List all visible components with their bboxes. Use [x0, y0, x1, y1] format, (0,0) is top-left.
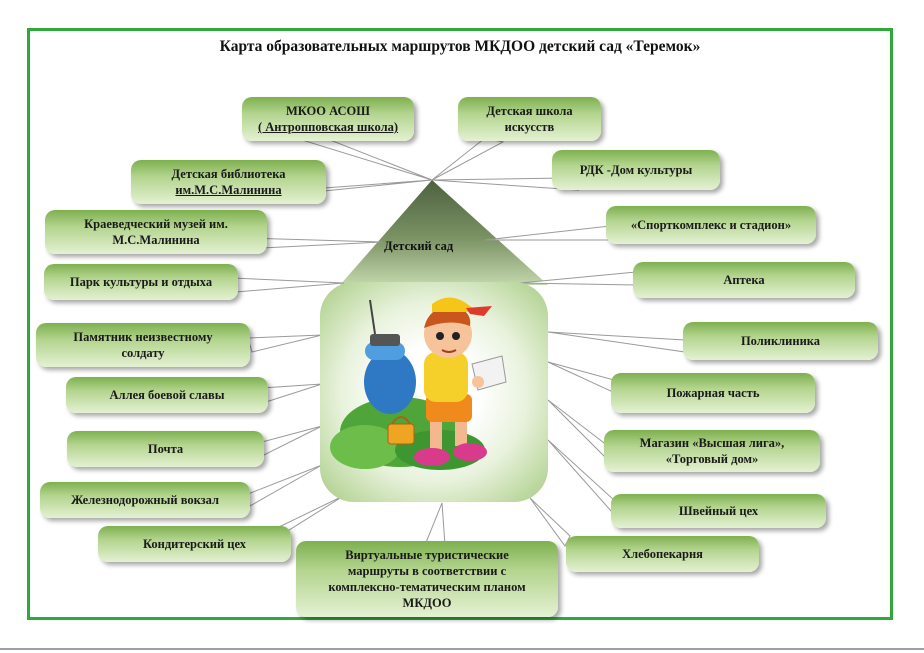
node-bakery: Хлебопекарня: [566, 536, 759, 572]
node-art-school-line1: Детская школа: [486, 103, 573, 118]
page-divider: [0, 648, 924, 650]
node-alley: Аллея боевой славы: [66, 377, 268, 413]
node-fire-line1: Пожарная часть: [666, 385, 760, 400]
connector-fire: [547, 361, 616, 394]
connector-sport: [484, 225, 616, 241]
node-confectionery-line1: Кондитерский цех: [142, 536, 247, 551]
node-clinic: Поликлиника: [683, 322, 878, 360]
node-art-school: Детская школа искусств: [458, 97, 601, 141]
node-mkoo: МКОО АСОШ ( Антропповская школа): [242, 97, 414, 141]
node-virtual-line1: Виртуальные туристические: [345, 547, 509, 562]
house-roof: [340, 180, 548, 285]
node-bakery-line1: Хлебопекарня: [622, 546, 703, 561]
node-mkoo-line1: МКОО АСОШ: [285, 103, 370, 118]
node-sport-line1: «Спорткомплекс и стадион»: [630, 217, 792, 232]
node-library-line1: Детская библиотека: [171, 166, 286, 181]
node-monument-line2: солдату: [121, 346, 165, 360]
hiker-boy-icon: [330, 297, 507, 470]
connector-alley: [261, 383, 323, 403]
node-alley-line1: Аллея боевой славы: [109, 387, 225, 402]
connector-art-school: [431, 137, 505, 181]
node-pharmacy-line1: Аптека: [723, 272, 765, 287]
node-rdk: РДК -Дом культуры: [552, 150, 720, 190]
node-monument-line1: Памятник неизвестному: [73, 329, 213, 344]
connector-shop: [547, 399, 609, 462]
node-rdk-line1: РДК -Дом культуры: [579, 162, 693, 177]
node-sport: «Спорткомплекс и стадион»: [606, 206, 816, 244]
node-museum-line2: М.С.Малинина: [112, 233, 200, 247]
node-fire: Пожарная часть: [611, 373, 815, 413]
node-art-school-line2: искусств: [504, 120, 555, 134]
connector-bakery: [529, 497, 571, 547]
node-virtual: Виртуальные туристические маршруты в соо…: [296, 541, 558, 617]
connector-clinic: [547, 331, 686, 353]
node-museum-line1: Краеведческий музей им.: [84, 216, 228, 231]
node-pharmacy: Аптека: [633, 262, 855, 298]
node-virtual-line2: маршруты в соответствии с: [347, 563, 507, 578]
node-sewing-line1: Швейный цех: [678, 503, 759, 518]
node-sewing: Швейный цех: [611, 494, 826, 528]
center-label: Детский сад: [384, 239, 454, 253]
node-shop-line1: Магазин «Высшая лига»,: [639, 435, 785, 450]
connector-virtual: [424, 502, 446, 546]
node-mkoo-line2: ( Антропповская школа): [257, 120, 399, 134]
node-library: Детская библиотека им.М.С.Малинина: [131, 160, 326, 204]
node-shop-line2: «Торговый дом»: [665, 452, 759, 466]
node-park-line1: Парк культуры и отдыха: [69, 274, 213, 289]
node-shop: Магазин «Высшая лига», «Торговый дом»: [604, 430, 820, 472]
diagram-title: Карта образовательных маршрутов МКДОО де…: [219, 38, 701, 55]
node-park: Парк культуры и отдыха: [44, 264, 238, 300]
node-post: Почта: [67, 431, 264, 467]
node-museum: Краеведческий музей им. М.С.Малинина: [45, 210, 267, 254]
node-library-line2: им.М.С.Малинина: [175, 183, 282, 197]
node-clinic-line1: Поликлиника: [740, 333, 821, 348]
node-monument: Памятник неизвестному солдату: [36, 323, 250, 367]
node-station: Железнодорожный вокзал: [40, 482, 250, 518]
node-post-line1: Почта: [147, 441, 184, 456]
connector-monument: [247, 334, 323, 353]
node-station-line1: Железнодорожный вокзал: [70, 492, 220, 507]
connector-station: [247, 464, 323, 507]
connector-post: [261, 425, 323, 457]
node-virtual-line4: МКДОО: [402, 596, 452, 611]
node-confectionery: Кондитерский цех: [98, 526, 291, 562]
center-illustration-box: [320, 282, 548, 502]
node-virtual-line3: комплексно-тематическим планом: [328, 580, 526, 594]
